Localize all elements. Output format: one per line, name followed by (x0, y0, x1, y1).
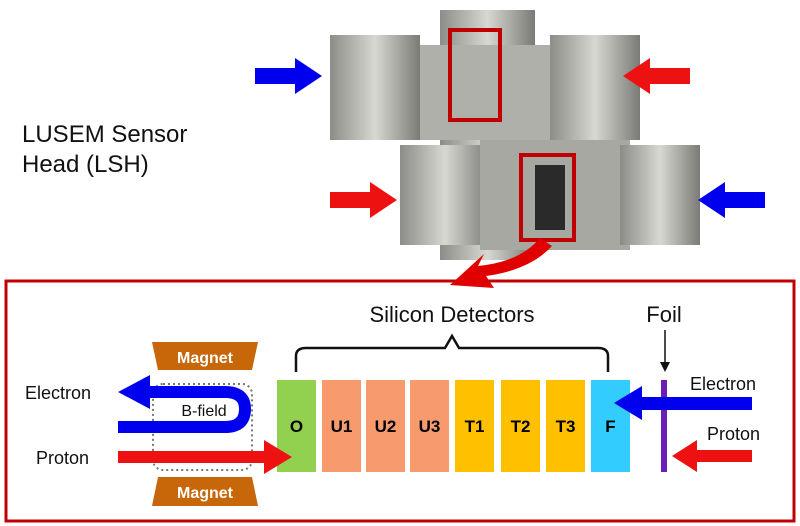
highlight-box-top (448, 28, 502, 122)
foil (661, 380, 667, 472)
magnet-bottom (152, 477, 258, 506)
detector-u1 (322, 380, 361, 472)
detector-u2 (366, 380, 405, 472)
highlight-box-detector (519, 153, 576, 242)
title-line-2: Head (LSH) (22, 151, 149, 178)
detector-label: U3 (419, 417, 441, 436)
detector-stack: O U1 U2 U3 T1 T2 T3 F (277, 380, 630, 472)
electron-arrow-icon (118, 375, 150, 409)
foil-label: Foil (646, 302, 681, 327)
detector-label: T2 (511, 417, 531, 436)
blue-arrow-icon (255, 58, 322, 94)
detector-label: U1 (331, 417, 353, 436)
zoom-arrow-icon (450, 238, 552, 288)
magnet-top-label: Magnet (177, 350, 234, 367)
detector-bracket (294, 333, 610, 372)
electron-arrow-icon (614, 386, 642, 420)
bfield-region (152, 383, 253, 471)
blue-arrow-icon (698, 182, 765, 218)
detector-label: F (605, 417, 615, 436)
detector-label: T3 (556, 417, 576, 436)
proton-arrow-icon (264, 440, 292, 474)
red-arrow-icon (623, 58, 690, 94)
detector-t1 (455, 380, 494, 472)
title-line-1: LUSEM Sensor (22, 121, 187, 148)
detector-label: U2 (375, 417, 397, 436)
detector-f (591, 380, 630, 472)
detector-label: O (290, 417, 303, 436)
magnet-bottom-label: Magnet (177, 485, 234, 502)
left-proton-label: Proton (36, 448, 89, 468)
right-electron-label: Electron (690, 374, 756, 394)
left-electron-label: Electron (25, 383, 91, 403)
proton-arrow-icon (672, 440, 697, 472)
bfield-label: B-field (181, 403, 226, 420)
detail-frame (4, 279, 796, 523)
input-arrows-photo (255, 58, 765, 218)
electron-deflected-path (118, 386, 252, 433)
sensor-head-photo (330, 10, 700, 260)
detector-group-label: Silicon Detectors (369, 302, 534, 327)
magnet-top (152, 342, 258, 370)
detector-t2 (501, 380, 540, 472)
detector-t3 (546, 380, 585, 472)
detector-label: T1 (465, 417, 485, 436)
red-arrow-icon (330, 182, 397, 218)
detector-u3 (410, 380, 449, 472)
foil-pointer-icon (660, 362, 670, 372)
right-proton-label: Proton (707, 424, 760, 444)
